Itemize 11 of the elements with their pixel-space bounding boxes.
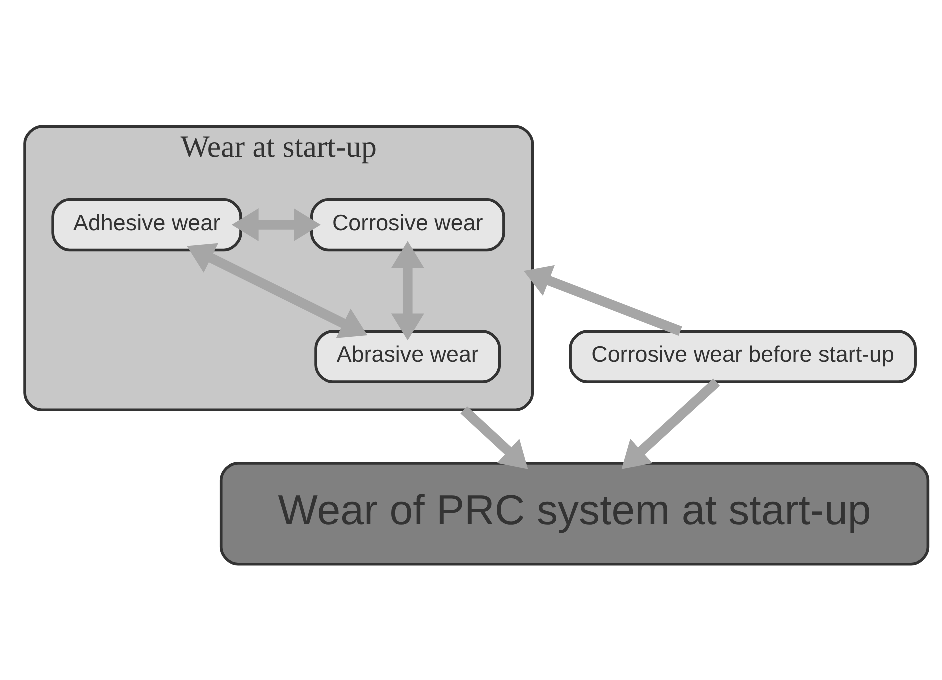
arrow	[524, 265, 682, 336]
arrow	[232, 208, 321, 242]
node-box: Wear of PRC system at start-up	[220, 462, 930, 566]
node-box: Abrasive wear	[314, 330, 502, 384]
arrow	[391, 241, 424, 341]
node-box: Corrosive wear before start-up	[569, 330, 917, 384]
node-box: Corrosive wear	[310, 198, 506, 252]
arrow	[622, 378, 720, 470]
arrow	[460, 406, 528, 470]
node-box: Adhesive wear	[52, 198, 242, 252]
arrow	[187, 243, 368, 338]
